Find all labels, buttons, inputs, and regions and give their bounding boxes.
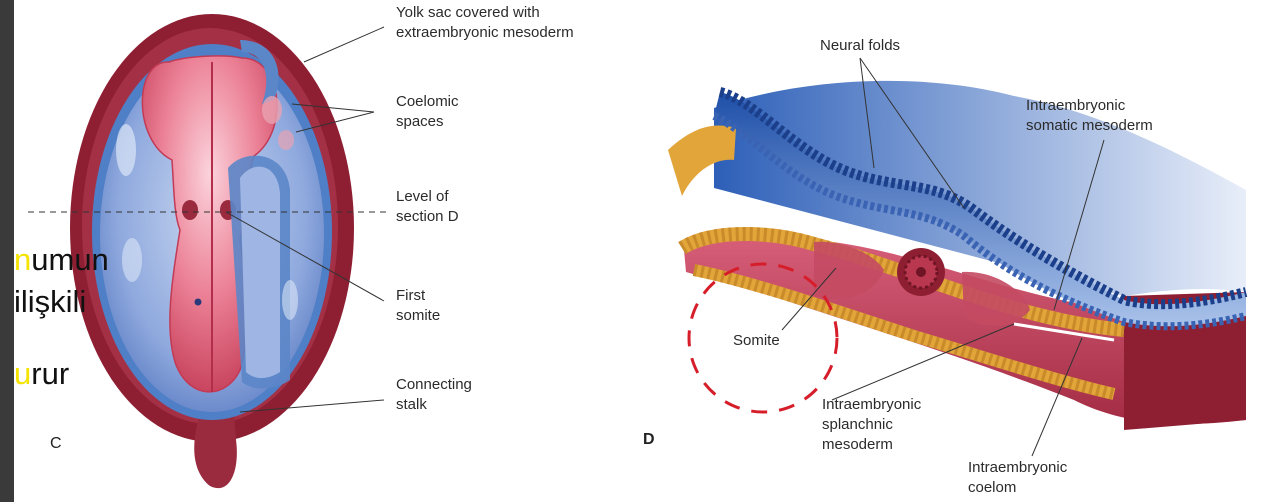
panel-d-drawing [668,81,1246,430]
label-intraembryonic-coelom: Intraembryonic coelom [968,458,1067,498]
label-first-somite-line1: First [396,286,440,306]
label-neural-folds: Neural folds [820,36,900,56]
panel-c-drawing [70,14,354,488]
overlay-text-line1: numun [14,241,109,279]
overlay-text-line3-highlight: u [14,356,31,391]
label-somite: Somite [733,331,780,351]
label-coelom-line2: coelom [968,478,1067,498]
label-splanchnic-mesoderm: Intraembryonic splanchnic mesoderm [822,395,921,455]
panel-c-letter: C [50,435,62,453]
label-level-line1: Level of [396,187,459,207]
panel-d-letter: D [643,431,655,449]
slide-canvas: Yolk sac covered with extraembryonic mes… [14,0,1280,502]
label-yolk-sac-line2: extraembryonic mesoderm [396,23,574,43]
label-yolk-sac-line1: Yolk sac covered with [396,3,574,23]
overlay-text-line3: urur [14,355,69,393]
label-somatic-mesoderm: Intraembryonic somatic mesoderm [1026,96,1153,136]
overlay-text-line3-rest: rur [31,356,69,391]
overlay-text-line1-highlight: n [14,242,31,277]
label-level-line2: section D [396,207,459,227]
label-first-somite-line2: somite [396,306,440,326]
label-level-of-section: Level of section D [396,187,459,227]
label-yolk-sac: Yolk sac covered with extraembryonic mes… [396,3,574,43]
label-somatic-line1: Intraembryonic [1026,96,1153,116]
overlay-text-line1-rest: umun [31,242,109,277]
label-connecting-line1: Connecting [396,375,472,395]
embryo-illustration [14,0,1280,502]
label-splanchnic-line2: splanchnic [822,415,921,435]
label-coelom-line1: Intraembryonic [968,458,1067,478]
label-connecting-stalk: Connecting stalk [396,375,472,415]
label-coelomic-spaces: Coelomic spaces [396,92,459,132]
label-somatic-line2: somatic mesoderm [1026,116,1153,136]
label-connecting-line2: stalk [396,395,472,415]
label-coelomic-line2: spaces [396,112,459,132]
left-dark-edge [0,0,14,502]
overlay-text-line2: ilişkili [14,283,86,321]
label-coelomic-line1: Coelomic [396,92,459,112]
label-splanchnic-line1: Intraembryonic [822,395,921,415]
label-first-somite: First somite [396,286,440,326]
label-splanchnic-line3: mesoderm [822,435,921,455]
